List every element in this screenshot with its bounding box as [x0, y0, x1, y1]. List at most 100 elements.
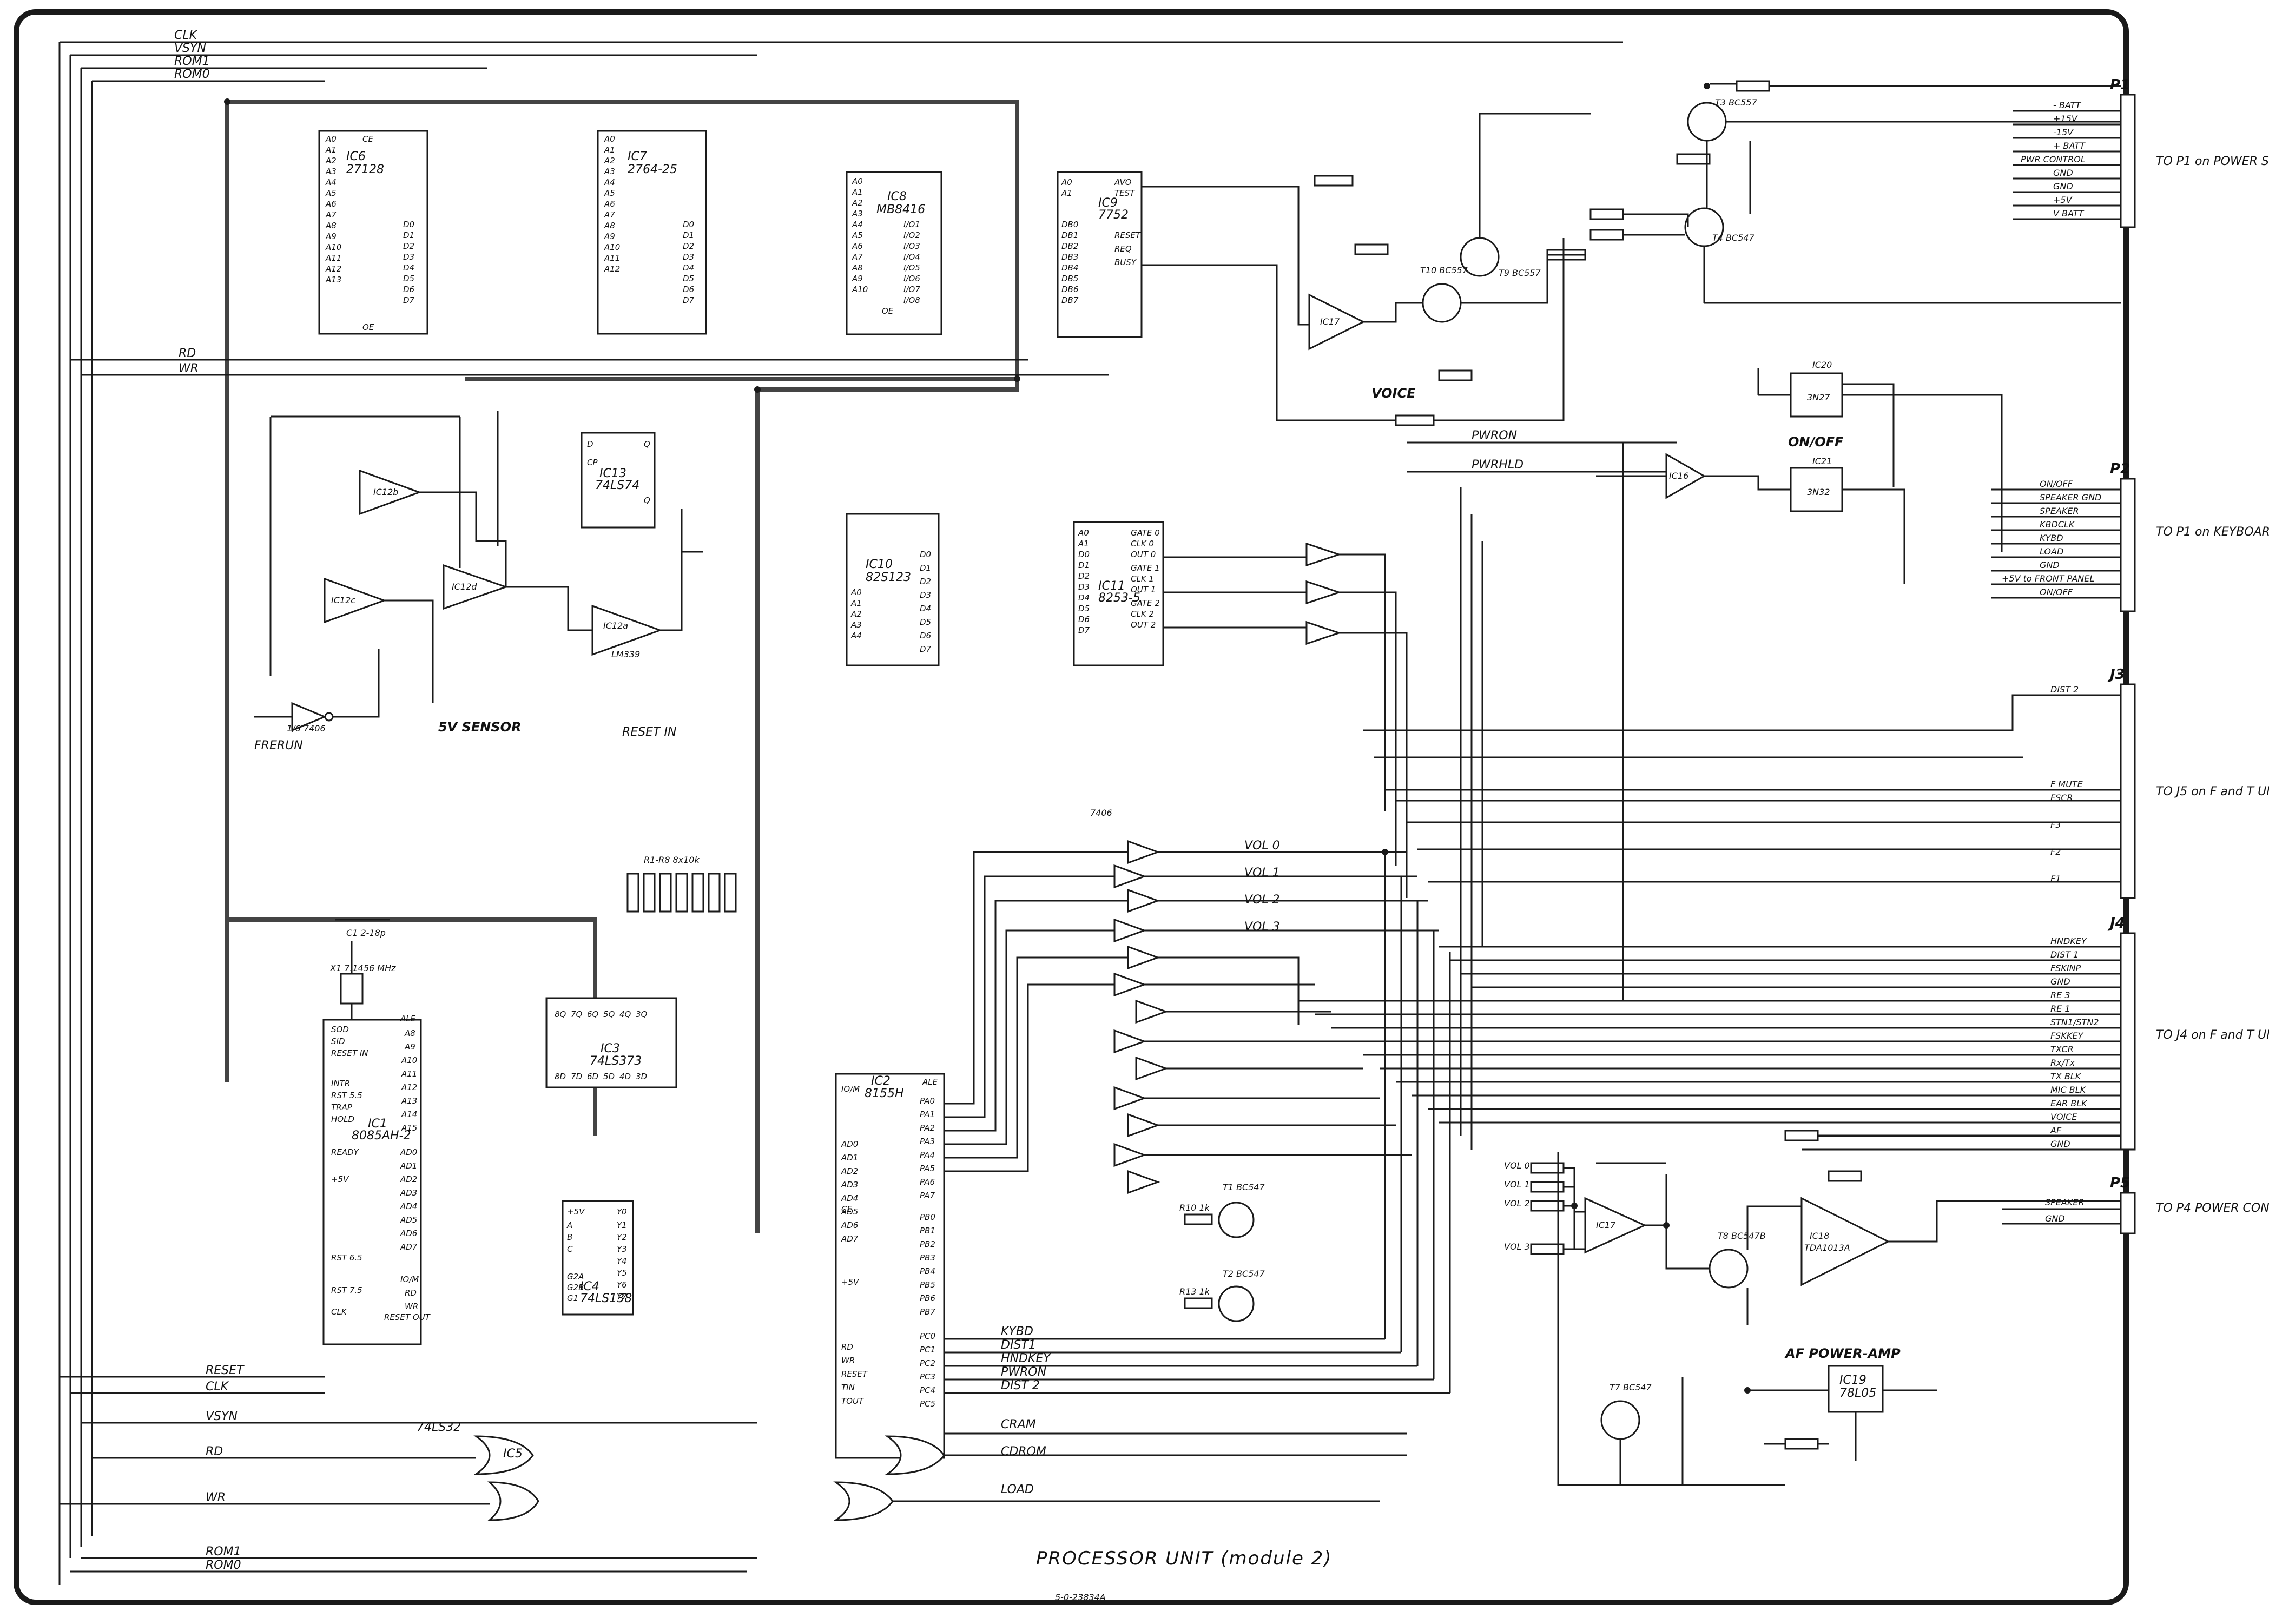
sig-bot-rd: RD	[206, 1445, 223, 1458]
svg-text:AD6: AD6	[400, 1229, 417, 1238]
sig-vol1: VOL 1	[1244, 866, 1280, 880]
svg-text:TOUT: TOUT	[841, 1396, 865, 1406]
svg-text:AD0: AD0	[841, 1139, 858, 1149]
ic13-flipflop: IC13 74LS74 DCP QQ	[581, 432, 656, 529]
j4-pin-11: RE 1	[2050, 1004, 2070, 1014]
svg-text:I/O4: I/O4	[903, 252, 920, 262]
ic7-ref: IC7	[628, 150, 647, 163]
svg-text:PC5: PC5	[920, 1399, 935, 1409]
top-bus: CLK VSYN ROM1 ROM0	[58, 29, 1623, 1585]
svg-text:PA1: PA1	[920, 1110, 935, 1119]
svg-text:DB4: DB4	[1061, 263, 1078, 273]
svg-text:6D: 6D	[587, 1072, 598, 1081]
svg-text:A7: A7	[852, 252, 863, 262]
svg-text:RST 5.5: RST 5.5	[331, 1091, 362, 1100]
t1-label: T1 BC547	[1223, 1182, 1265, 1192]
svg-text:A1: A1	[850, 598, 862, 608]
bottom-bus: RESET CLK VSYN RD WR ROM1 ROM0 RD WR PWR…	[60, 347, 1677, 1573]
svg-text:D3: D3	[403, 252, 414, 262]
svg-text:A11: A11	[604, 253, 620, 263]
svg-text:RST 6.5: RST 6.5	[331, 1253, 362, 1263]
ic6-part: 27128	[346, 163, 384, 176]
svg-text:A10: A10	[604, 242, 620, 252]
connector-j3: J3 TO J5 on F and T UNIT (1) DIST 2 F MU…	[2050, 666, 2269, 899]
svg-text:PA3: PA3	[920, 1137, 935, 1146]
svg-text:AD2: AD2	[841, 1166, 858, 1176]
p2-ref: P2	[2110, 461, 2130, 477]
svg-text:8Q: 8Q	[555, 1009, 566, 1019]
svg-text:D5: D5	[683, 274, 694, 283]
svg-text:INTR: INTR	[331, 1079, 350, 1088]
ic9-part: 7752	[1098, 208, 1129, 222]
svg-text:5D: 5D	[603, 1072, 615, 1081]
ic13-part: 74LS74	[595, 479, 639, 492]
svg-text:5Q: 5Q	[603, 1009, 615, 1019]
sig-pwrhld: PWRHLD	[1472, 458, 1523, 472]
p5-pin-1: SPEAKER	[2045, 1197, 2085, 1207]
svg-text:AD3: AD3	[841, 1180, 858, 1190]
svg-text:A4: A4	[325, 177, 337, 187]
svg-text:A8: A8	[604, 221, 615, 230]
connector-p1: P1 TO P1 on POWER SUPPLY (5) - BATT +15V…	[2013, 77, 2269, 228]
svg-text:D4: D4	[403, 263, 414, 273]
af-amp-section: IC17 IC18 TDA1013A AF POWER-AMP T8 BC547…	[1504, 1130, 2121, 1486]
j4-pin-4: EAR BLK	[2050, 1098, 2088, 1108]
section-5v-sensor: 5V SENSOR	[438, 719, 522, 735]
svg-text:A9: A9	[404, 1042, 415, 1052]
j3-pin-8: FSCR	[2050, 793, 2073, 803]
r10-label: R10 1k	[1179, 1203, 1210, 1213]
svg-text:AD1: AD1	[841, 1153, 858, 1163]
ic12a-part: LM339	[611, 649, 640, 659]
p2-pin-1: ON/OFF	[2040, 479, 2073, 489]
svg-text:G2B: G2B	[567, 1283, 584, 1292]
svg-text:D3: D3	[683, 252, 694, 262]
svg-text:CLK 1: CLK 1	[1131, 574, 1154, 584]
ic8-part: MB8416	[876, 203, 925, 216]
ic11-ref: IC11	[1098, 579, 1125, 593]
svg-text:D2: D2	[683, 241, 694, 251]
ic16-ref-onoff: IC16	[1669, 471, 1688, 481]
svg-text:D1: D1	[920, 563, 931, 573]
svg-text:Y6: Y6	[617, 1280, 627, 1290]
svg-text:PC2: PC2	[920, 1358, 935, 1368]
svg-text:4Q: 4Q	[619, 1009, 631, 1019]
svg-text:Y5: Y5	[617, 1268, 627, 1278]
sig-dist2: DIST 2	[1001, 1379, 1040, 1392]
svg-text:Y4: Y4	[617, 1256, 627, 1266]
power-switch: T3 BC557 T4 BC547	[1589, 80, 2121, 304]
connector-p5: P5 TO P4 POWER CONNECTOR SPEAKER GND	[2002, 1175, 2269, 1234]
svg-text:RST 7.5: RST 7.5	[331, 1285, 362, 1295]
svg-text:AD7: AD7	[400, 1242, 418, 1252]
svg-text:DB7: DB7	[1061, 295, 1079, 305]
svg-text:WR: WR	[841, 1356, 855, 1365]
p5-note: TO P4 POWER CONNECTOR	[2156, 1202, 2269, 1215]
svg-text:A6: A6	[325, 199, 337, 209]
svg-text:I/O8: I/O8	[903, 295, 920, 305]
p1-pin-4: + BATT	[2053, 141, 2086, 151]
svg-text:A14: A14	[401, 1110, 417, 1119]
svg-text:A3: A3	[850, 620, 862, 630]
ic5-ref: IC5	[503, 1447, 523, 1461]
j4-pin-12: RE 3	[2050, 990, 2070, 1000]
svg-text:RD: RD	[405, 1288, 417, 1298]
svg-text:D1: D1	[1078, 560, 1090, 570]
svg-text:PB2: PB2	[920, 1239, 935, 1249]
ic3-part: 74LS373	[590, 1054, 642, 1068]
svg-text:A2: A2	[325, 156, 337, 166]
j4-pin-9: FSKKEY	[2050, 1031, 2083, 1041]
ic20-ref: IC20	[1812, 360, 1832, 370]
svg-text:D5: D5	[920, 617, 931, 627]
svg-text:CLK 0: CLK 0	[1131, 539, 1154, 549]
svg-text:RESET: RESET	[841, 1369, 868, 1379]
sig-frerun: FRERUN	[254, 739, 303, 752]
svg-text:SOD: SOD	[331, 1025, 349, 1034]
ic21-ref: IC21	[1812, 456, 1832, 466]
svg-text:8D: 8D	[555, 1072, 566, 1081]
svg-text:AD0: AD0	[400, 1147, 417, 1157]
svg-text:RESET OUT: RESET OUT	[384, 1312, 431, 1322]
svg-text:A10: A10	[852, 285, 868, 294]
connector-j4: J4 TO J4 on F and T UNIT (1) HNDKEY DIST…	[2050, 915, 2269, 1151]
j4-pin-14: FSKINP	[2050, 963, 2081, 973]
